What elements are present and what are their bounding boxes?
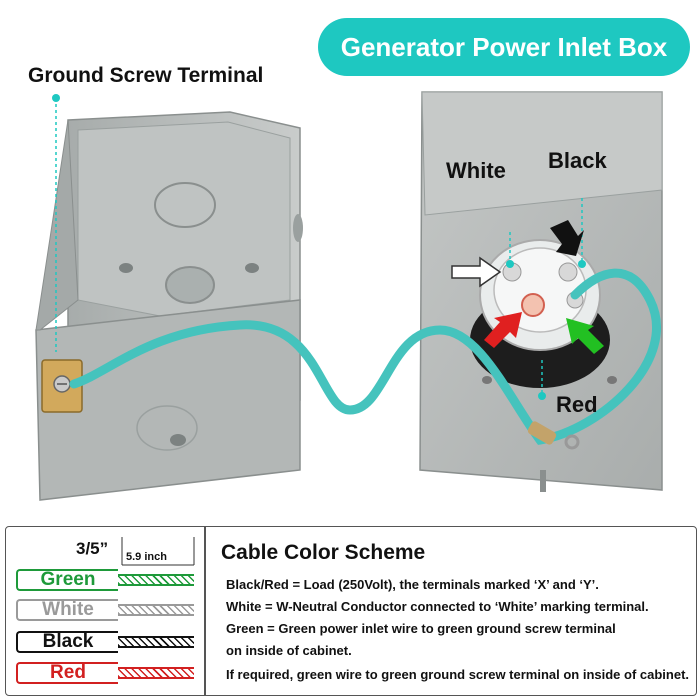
cable-row-white: White	[16, 599, 196, 623]
legend-divider	[204, 527, 206, 695]
ground-screw-label: Ground Screw Terminal	[28, 64, 264, 87]
cable-white-label: White	[16, 599, 118, 621]
cable-black-label: Black	[16, 631, 118, 653]
strip-length: 5.9 inch	[126, 551, 167, 563]
ring-terminal-icon	[527, 421, 580, 450]
ground-cable	[69, 268, 661, 445]
white-terminal-label: White	[446, 158, 506, 183]
inlet-box-drawing	[35, 91, 663, 501]
dimension-marker	[121, 537, 195, 566]
cable-red-strip	[118, 667, 194, 679]
cable-green-label: Green	[16, 569, 118, 591]
left-box	[35, 111, 303, 501]
scheme-line-3: Green = Green power inlet wire to green …	[226, 621, 616, 636]
right-cover	[419, 91, 663, 492]
red-terminal-label: Red	[556, 392, 598, 417]
scheme-line-5: If required, green wire to green ground …	[226, 667, 690, 682]
black-arrow-icon	[550, 220, 584, 256]
page-title: Generator Power Inlet Box	[318, 18, 690, 76]
strip-fraction: 3/5”	[76, 539, 109, 558]
cable-row-green: Green	[16, 569, 196, 593]
scheme-line-2: White = W-Neutral Conductor connected to…	[226, 599, 649, 614]
cable-row-red: Red	[16, 662, 196, 686]
white-arrow-icon	[451, 256, 502, 288]
cable-row-black: Black	[16, 631, 196, 655]
cable-legend-panel: 3/5” 5.9 inch Green White Black Red Cabl…	[5, 526, 697, 696]
scheme-line-1: Black/Red = Load (250Volt), the terminal…	[226, 577, 599, 592]
cable-black-strip	[118, 636, 194, 648]
cable-green-strip	[118, 574, 194, 586]
green-arrow-icon	[566, 318, 604, 354]
scheme-line-4: on inside of cabinet.	[226, 643, 352, 658]
cable-white-strip	[118, 604, 194, 616]
cable-red-label: Red	[16, 662, 118, 684]
scheme-heading: Cable Color Scheme	[221, 541, 426, 564]
red-arrow-icon	[484, 312, 522, 348]
black-terminal-label: Black	[548, 148, 607, 173]
